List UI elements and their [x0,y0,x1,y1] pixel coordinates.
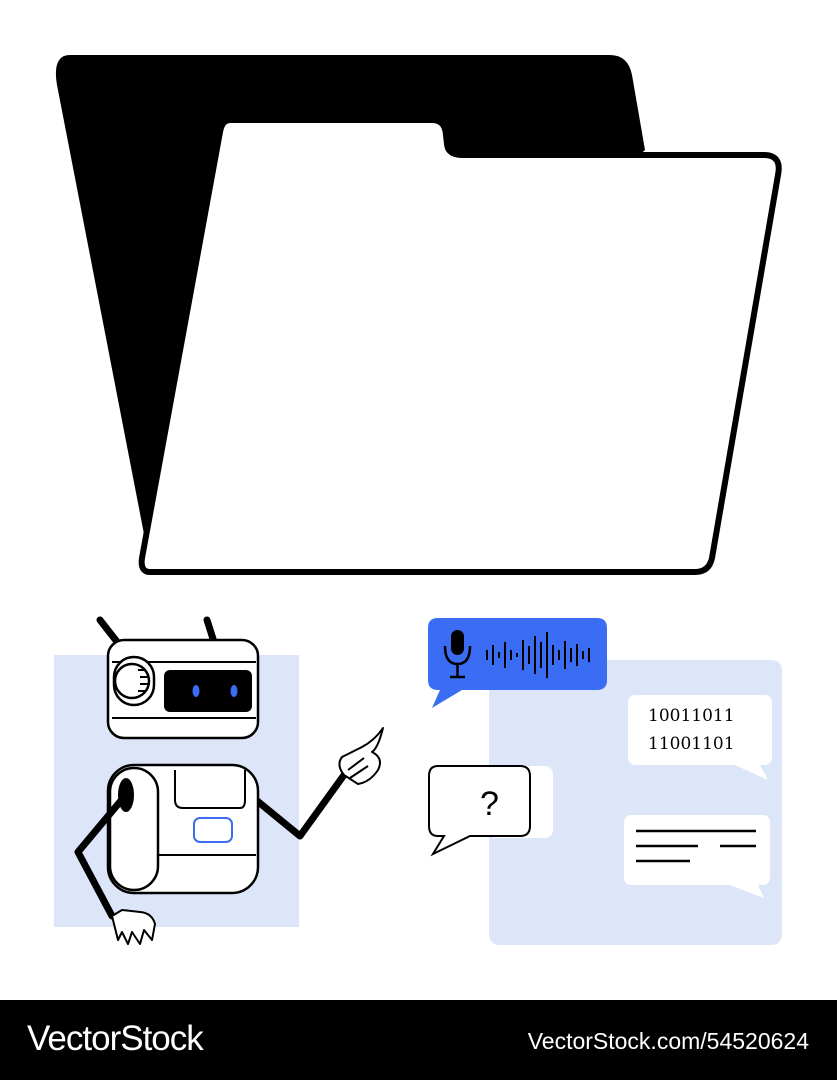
folder-front [138,117,782,575]
footer-bar: VectorStock VectorStock.com/54520624 [0,1000,837,1080]
robot-ear [113,662,151,700]
image-id: VectorStock.com/54520624 [527,1028,809,1054]
binary-line-2: 11001101 [648,734,735,754]
binary-message-bubble: 10011011 11001101 [628,695,772,780]
illustration: 10011011 11001101 ? [54,55,782,945]
robot-eye-left [192,685,200,697]
robot-chest-panel [193,817,233,843]
folder-icon [55,55,782,575]
robot-head [96,616,260,740]
text-message-bubble [624,815,770,898]
question-message-bubble: ? [428,765,553,857]
voice-message-bubble [428,618,607,708]
question-mark: ? [480,785,499,823]
sound-wave-icon [486,632,590,678]
robot-eye-right [230,685,238,697]
robot-body [74,727,384,945]
robot-visor [164,670,252,712]
antenna-right [203,616,218,646]
binary-line-1: 10011011 [648,706,735,726]
brand-logo: VectorStock [27,1019,204,1058]
microphone-icon [443,630,472,679]
robot-hand-left [111,909,156,945]
robot-arm-left [74,793,128,920]
robot-arm-right [252,771,348,840]
robot-hand-right [338,727,384,785]
